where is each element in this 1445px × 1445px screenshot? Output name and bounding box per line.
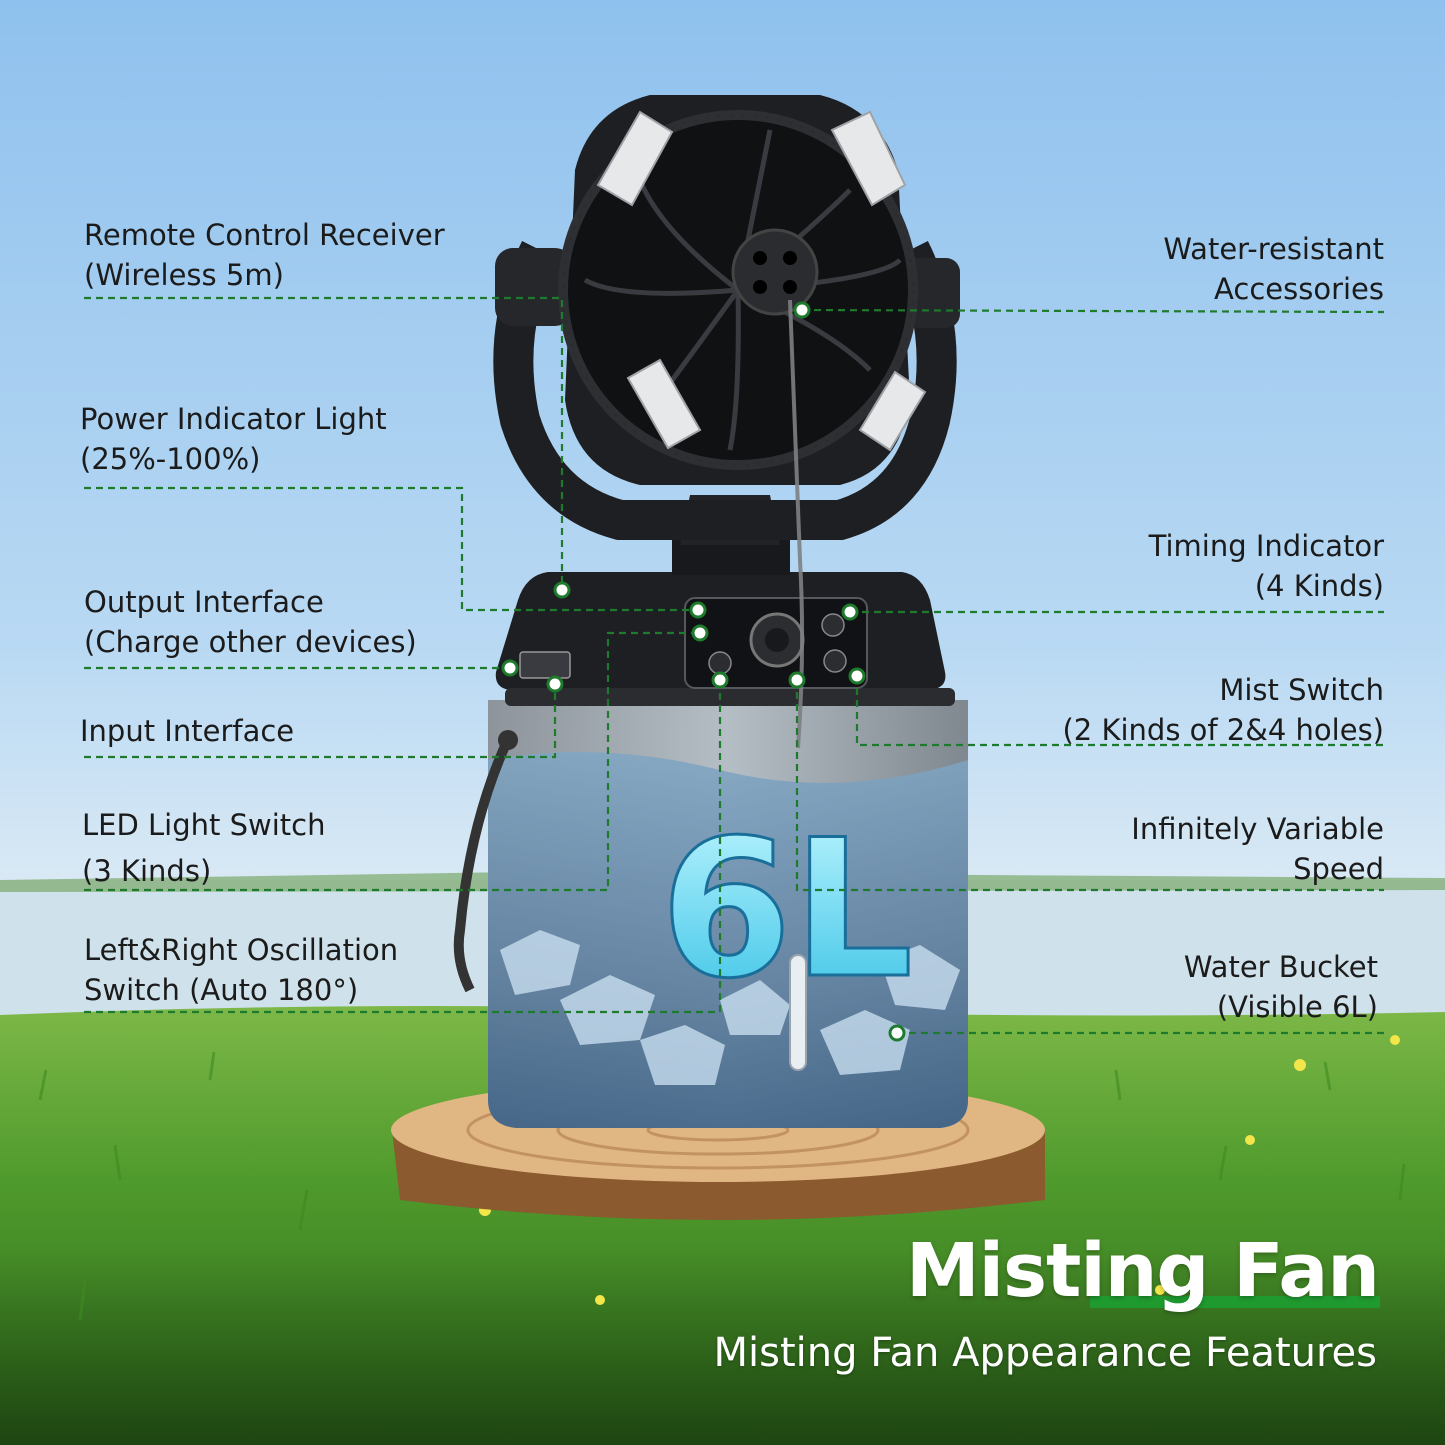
feature-title: Power Indicator Light [80, 402, 387, 436]
feature-input-interface: Input Interface [80, 711, 294, 751]
leader-dots [501, 301, 906, 1042]
feature-remote-receiver: Remote Control Receiver (Wireless 5m) [84, 215, 445, 295]
feature-title: Water Bucket [1183, 950, 1378, 984]
feature-title: Infinitely Variable [1131, 812, 1384, 846]
feature-timing-indicator: Timing Indicator (4 Kinds) [1149, 526, 1384, 606]
feature-oscillation-switch: Left&Right Oscillation Switch (Auto 180°… [84, 930, 398, 1010]
page-subtitle: Misting Fan Appearance Features [713, 1330, 1377, 1376]
feature-detail: (2 Kinds of 2&4 holes) [1062, 713, 1384, 747]
feature-detail: (3 Kinds) [82, 854, 212, 888]
feature-power-indicator: Power Indicator Light (25%-100%) [80, 399, 387, 479]
feature-title: Input Interface [80, 714, 295, 748]
capacity-graphic: 6L [659, 798, 915, 1022]
feature-title: Left&Right Oscillation [84, 933, 399, 967]
feature-variable-speed: Infinitely Variable Speed [1131, 809, 1384, 889]
feature-title: LED Light Switch [82, 808, 326, 842]
feature-title: Water-resistant [1163, 232, 1384, 266]
mist-nozzle-hub [731, 228, 819, 316]
water-bucket: 6L [453, 700, 968, 1128]
feature-led-switch: LED Light Switch (3 Kinds) [82, 805, 326, 891]
feature-detail: Speed [1293, 852, 1384, 886]
feature-water-bucket: Water Bucket (Visible 6L) [1184, 947, 1378, 1027]
feature-title: Remote Control Receiver [84, 218, 445, 252]
title-underline [1090, 1296, 1380, 1308]
capacity-text: 6L [660, 799, 913, 1020]
feature-detail: (4 Kinds) [1254, 569, 1384, 603]
fan-base [495, 572, 955, 706]
feature-title: Timing Indicator [1148, 529, 1384, 563]
feature-detail: (Visible 6L) [1216, 990, 1378, 1024]
feature-detail: Switch (Auto 180°) [84, 973, 359, 1007]
feature-water-resistant: Water-resistant Accessories [1163, 229, 1384, 309]
output-port [519, 651, 571, 679]
leader-lines [84, 296, 1385, 1035]
feature-mist-switch: Mist Switch (2 Kinds of 2&4 holes) [1062, 670, 1384, 750]
feature-output-interface: Output Interface (Charge other devices) [84, 582, 417, 662]
fan-head [558, 95, 927, 485]
page-title: Misting Fan [905, 1228, 1380, 1314]
feature-title: Output Interface [84, 585, 324, 619]
feature-detail: Accessories [1214, 272, 1384, 306]
feature-detail: (Wireless 5m) [84, 258, 284, 292]
feature-detail: (Charge other devices) [84, 625, 417, 659]
feature-detail: (25%-100%) [80, 442, 261, 476]
feature-title: Mist Switch [1219, 673, 1384, 707]
